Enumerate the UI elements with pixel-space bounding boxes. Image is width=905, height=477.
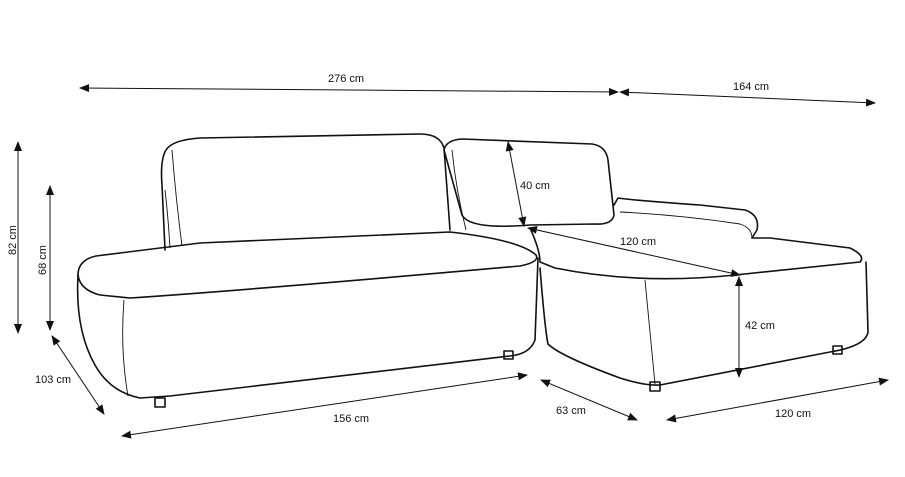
- label-front-width: 156 cm: [333, 413, 369, 425]
- label-seat-height: 42 cm: [745, 320, 775, 332]
- sofa-illustration: [76, 133, 869, 408]
- dim-line-63: [540, 379, 638, 421]
- dim-line-40: [505, 141, 527, 227]
- label-chaise-front-width: 63 cm: [556, 405, 586, 417]
- dimension-labels: 276 cm 164 cm 82 cm 68 cm 40 cm 120 cm 4…: [7, 73, 811, 425]
- dimension-lines: [14, 84, 889, 439]
- label-chaise-depth-top: 164 cm: [733, 81, 769, 93]
- label-seat-depth: 103 cm: [35, 374, 71, 386]
- dim-line-276: [79, 84, 619, 96]
- dim-line-120-front: [666, 377, 889, 423]
- label-cushion-height: 40 cm: [520, 180, 550, 192]
- label-back-height: 68 cm: [37, 245, 49, 275]
- dim-line-164: [619, 88, 876, 107]
- label-chaise-inner-length: 120 cm: [620, 236, 656, 248]
- label-total-height: 82 cm: [7, 225, 19, 255]
- dim-line-156: [121, 372, 528, 439]
- label-total-width: 276 cm: [328, 73, 364, 85]
- dim-line-103: [51, 335, 105, 415]
- dim-line-120-inner: [527, 226, 741, 277]
- label-chaise-length: 120 cm: [775, 408, 811, 420]
